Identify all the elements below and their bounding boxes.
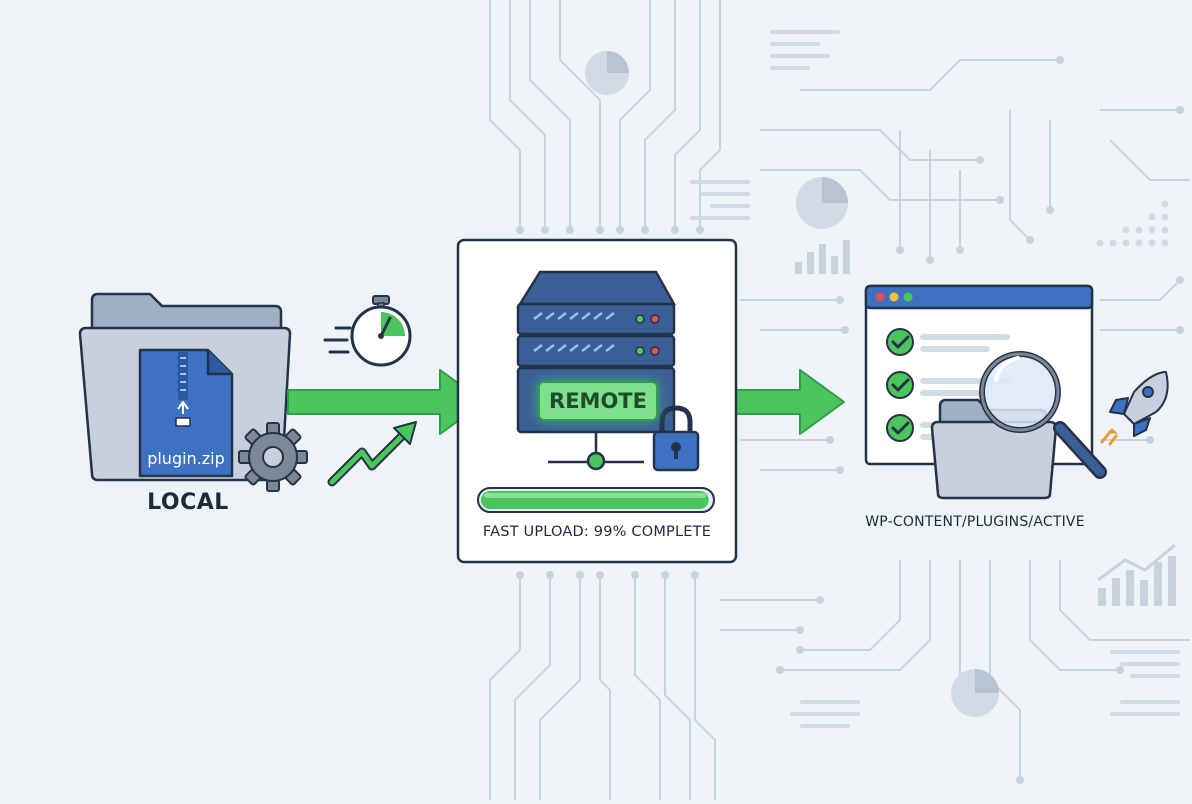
gear-icon (238, 422, 308, 492)
zip-file-icon (138, 348, 234, 478)
dot-matrix (1096, 200, 1169, 247)
pie-chart-icon (796, 177, 848, 229)
remote-label: REMOTE (538, 381, 658, 421)
check-icon (886, 328, 914, 356)
rocket-icon (1100, 371, 1169, 446)
pie-chart-icon (585, 51, 629, 95)
upload-status-text: FAST UPLOAD: 99% COMPLETE (482, 524, 712, 540)
pie-chart-icon (951, 669, 999, 717)
circuit-nodes (516, 56, 1184, 784)
check-icon (886, 371, 914, 399)
local-label: LOCAL (147, 490, 229, 515)
bar-chart-icon (795, 240, 850, 274)
trend-arrow-icon (327, 421, 417, 487)
destination-path-label: WP-CONTENT/PLUGINS/ACTIVE (865, 514, 1085, 530)
flow-arrow-remote-to-destination (735, 369, 845, 435)
lock-icon (652, 405, 700, 472)
stopwatch-icon (323, 295, 412, 367)
magnifier-icon (979, 351, 1107, 479)
check-icon (886, 414, 914, 442)
upload-progress-bar (477, 487, 715, 513)
circuit-text-lines (690, 30, 1180, 728)
flow-arrow-local-to-remote (287, 369, 485, 435)
bar-chart-icon (1097, 543, 1176, 606)
zip-file-name: plugin.zip (147, 449, 225, 468)
circuit-background (489, 0, 1190, 800)
